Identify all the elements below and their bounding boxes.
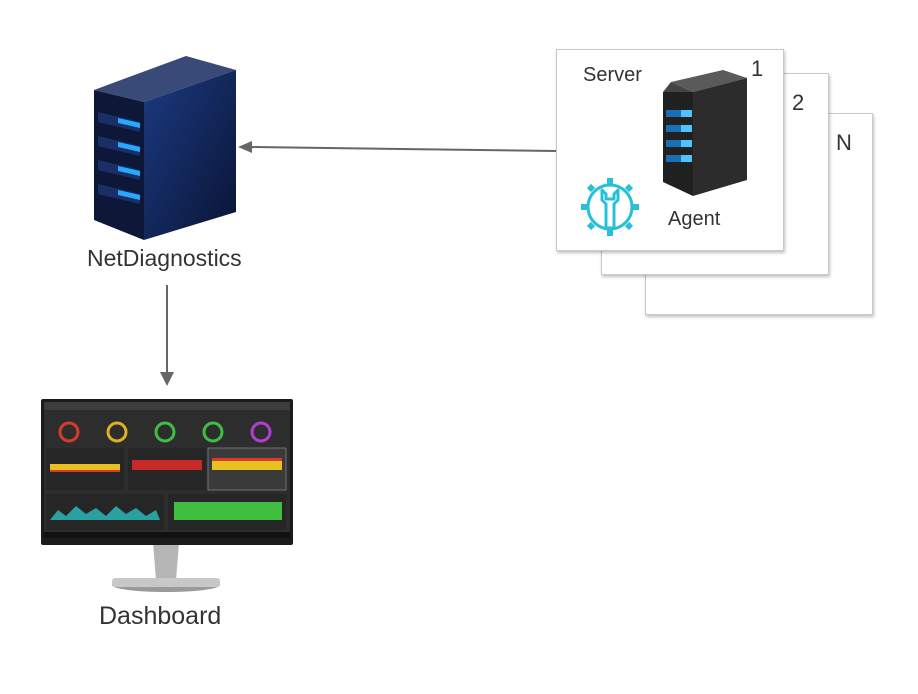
netdiagnostics-label: NetDiagnostics	[87, 245, 242, 271]
server-card-number: 2	[792, 90, 805, 115]
dashboard-monitor-icon	[41, 399, 293, 592]
dashboard-label: Dashboard	[99, 602, 222, 630]
server-card-number: 1	[751, 56, 764, 81]
arrow-agent-to-netdiagnostics	[238, 141, 557, 153]
server-card-number: N	[836, 130, 852, 155]
arrow-netdiagnostics-to-dashboard	[160, 285, 174, 386]
netdiagnostics-server-icon	[94, 56, 236, 240]
server-title: Server	[583, 64, 642, 86]
server-card-1: 1 Server Agent	[556, 49, 784, 251]
agent-gear-wrench-icon	[581, 178, 639, 236]
server-icon	[663, 70, 747, 196]
agent-label: Agent	[668, 208, 721, 230]
